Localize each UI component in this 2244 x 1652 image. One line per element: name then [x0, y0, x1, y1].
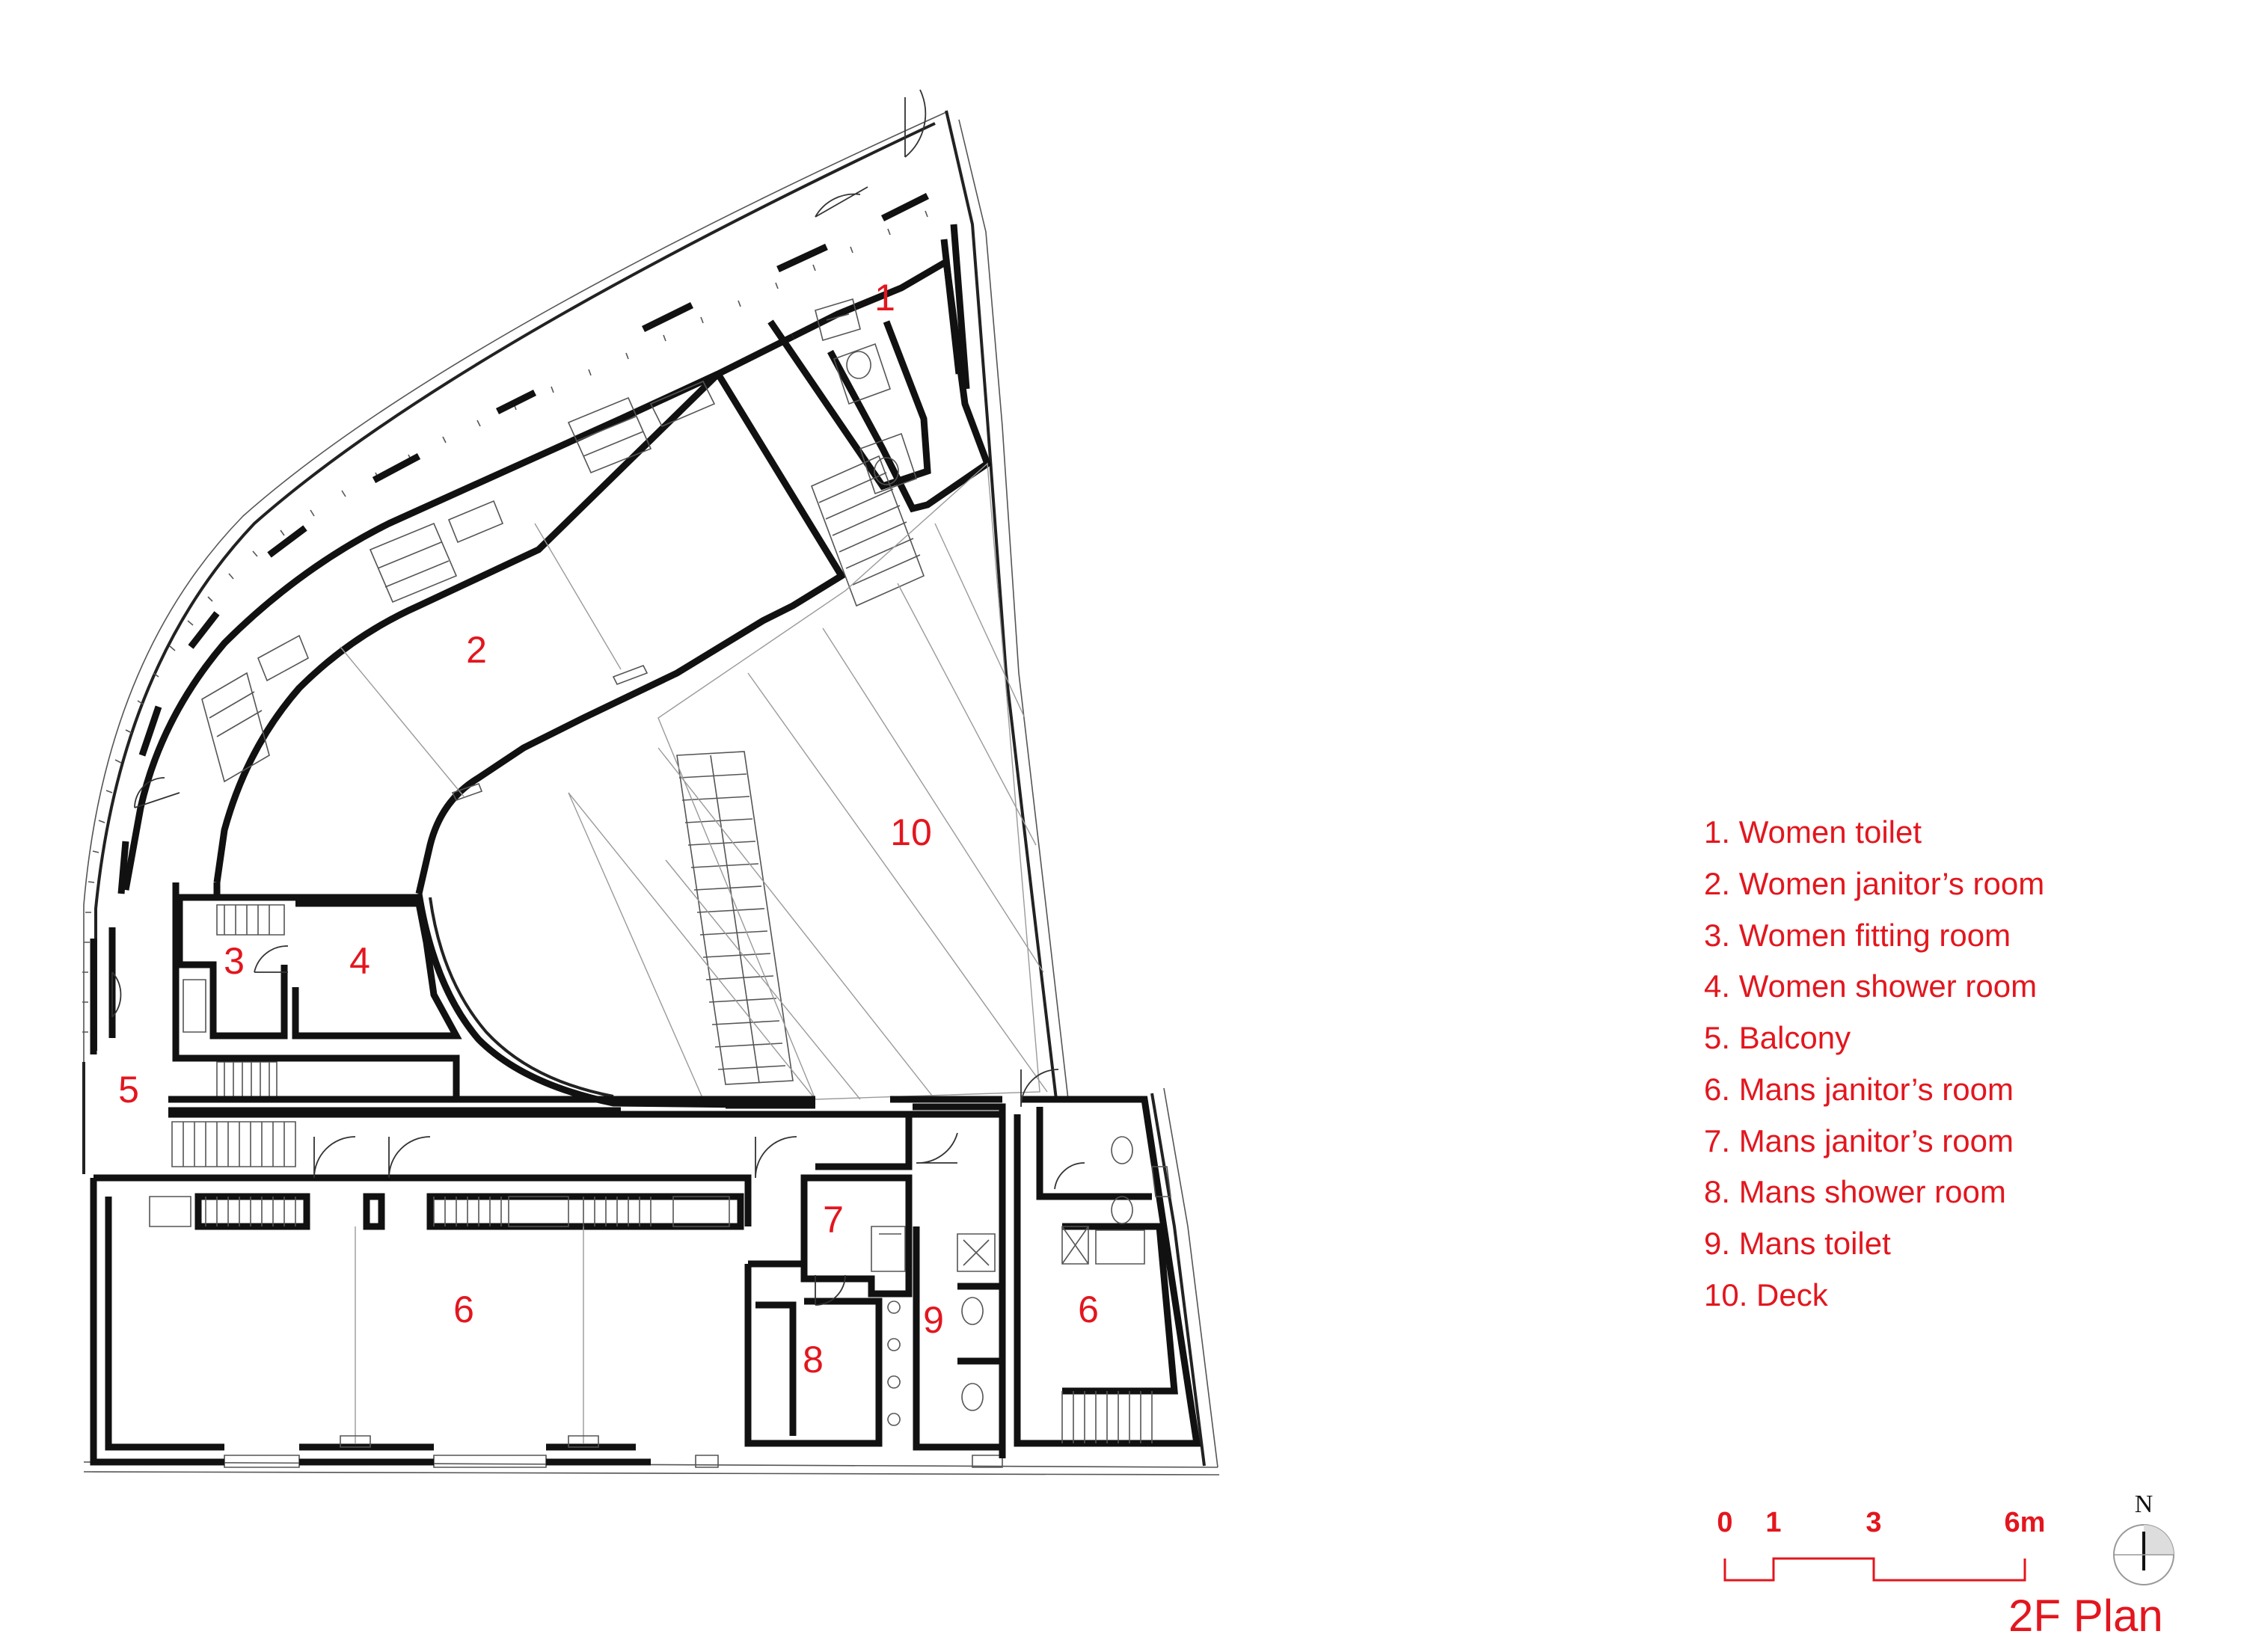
deck-area: [568, 462, 1048, 1100]
balcony-walls: [82, 777, 180, 1174]
legend-item-4: 4. Women shower room: [1704, 968, 2037, 1004]
room-label-4: 4: [349, 940, 370, 982]
scale-bar-line: [1723, 1557, 2026, 1582]
room-label-8: 8: [803, 1339, 824, 1381]
legend-item-8: 8. Mans shower room: [1704, 1174, 2006, 1209]
room-labels: 1 2 3 4 5 6 6 7 8 9 10: [118, 277, 1099, 1381]
room-label-6-west: 6: [453, 1289, 474, 1330]
south-wing-walls: [90, 1069, 1201, 1466]
north-label: N: [2135, 1490, 2153, 1518]
north-arrow-icon: N: [2113, 1490, 2174, 1585]
room-label-1: 1: [874, 277, 895, 319]
women-fitting-shower-walls: [172, 882, 462, 1099]
legend-item-9: 9. Mans toilet: [1704, 1226, 1891, 1261]
room-label-3: 3: [224, 940, 245, 982]
legend-item-7: 7. Mans janitor’s room: [1704, 1123, 2014, 1158]
scale-bar: 0 1 3 6m: [1717, 1507, 2046, 1582]
stairs: [171, 455, 925, 1167]
scale-tick-6m: 6m: [2005, 1507, 2046, 1538]
room-label-5: 5: [118, 1069, 139, 1111]
legend-item-5: 5. Balcony: [1704, 1020, 1851, 1055]
legend-item-2: 2. Women janitor’s room: [1704, 866, 2044, 901]
scale-tick-3: 3: [1866, 1507, 1881, 1538]
scale-tick-0: 0: [1717, 1507, 1732, 1538]
legend-item-6: 6. Mans janitor’s room: [1704, 1072, 2014, 1107]
room-label-10: 10: [890, 811, 932, 853]
legend: 1. Women toilet 2. Women janitor’s room …: [1704, 814, 2044, 1312]
exterior-facade: [82, 110, 1220, 1476]
women-toilet-walls: [767, 89, 992, 513]
scale-tick-1: 1: [1765, 1507, 1781, 1538]
room-label-7: 7: [823, 1199, 844, 1241]
room-label-2: 2: [466, 629, 487, 671]
room-label-6-east: 6: [1078, 1289, 1099, 1330]
legend-item-1: 1. Women toilet: [1704, 814, 1922, 850]
room-label-9: 9: [923, 1299, 944, 1341]
plan-title: 2F Plan: [2008, 1591, 2163, 1641]
north-wing-walls: [122, 333, 847, 1109]
legend-item-10: 10. Deck: [1704, 1277, 1829, 1312]
legend-item-3: 3. Women fitting room: [1704, 918, 2011, 953]
